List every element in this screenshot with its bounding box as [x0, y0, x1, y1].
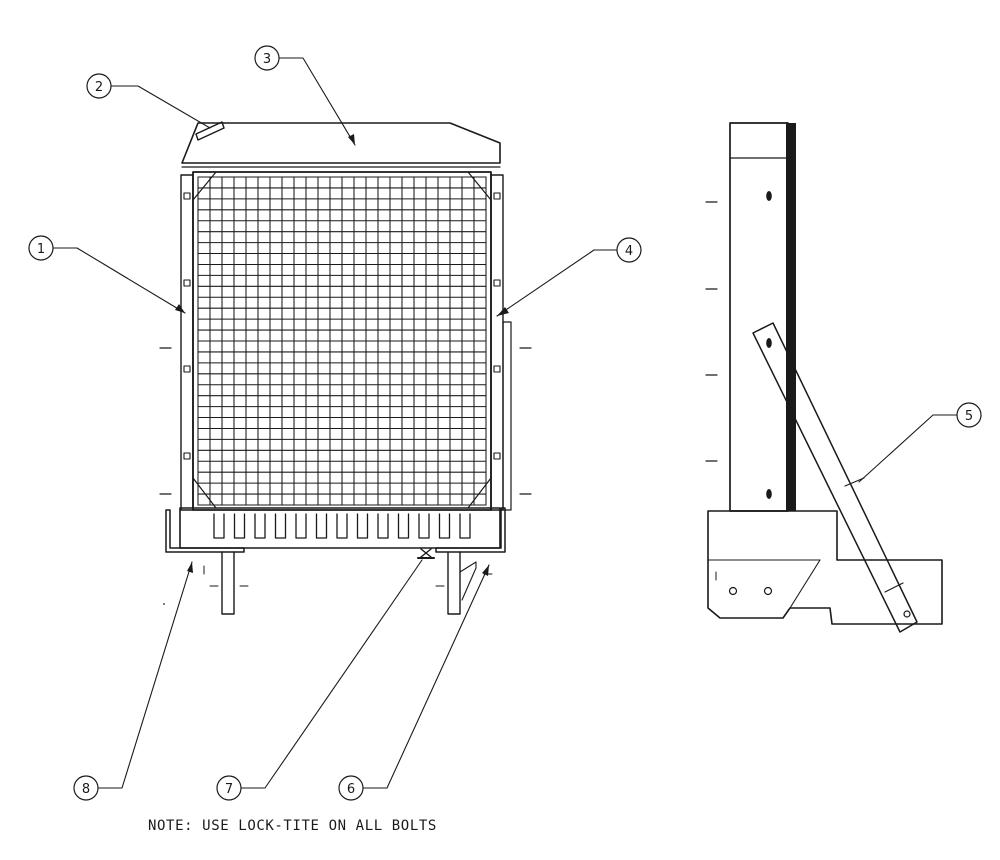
front-view	[159, 121, 532, 615]
front-view-dimension-ticks	[159, 347, 532, 495]
bottom-fin	[397, 513, 410, 539]
core-frame	[192, 171, 492, 511]
drain-fitting	[417, 548, 435, 559]
callout-6-circle	[338, 775, 364, 801]
top-tank	[181, 122, 501, 164]
bottom-fin	[254, 513, 266, 539]
callout-3-circle	[254, 45, 280, 71]
callout-2-number: 2	[95, 80, 103, 95]
bottom-fin	[418, 513, 430, 539]
filler-cap	[195, 121, 225, 141]
assembly-note: NOTE: USE LOCK-TITE ON ALL BOLTS	[148, 818, 437, 834]
bolt-icon	[183, 365, 191, 373]
callout-3: 3	[254, 45, 280, 71]
bolt-icon	[183, 192, 191, 200]
callout-5: 5	[956, 402, 982, 428]
callout-5-number: 5	[965, 409, 973, 424]
leader-lines	[52, 57, 958, 789]
bottom-fin	[438, 513, 451, 539]
side-view-slots	[766, 191, 772, 499]
callout-7-number: 7	[225, 782, 233, 797]
callout-8-circle	[73, 775, 99, 801]
bottom-tank-fins	[213, 513, 471, 539]
callout-4-number: 4	[625, 244, 633, 259]
side-view-channel	[729, 122, 789, 512]
callout-7-circle	[216, 775, 242, 801]
callout-4: 4	[616, 237, 642, 263]
right-side-channel	[490, 174, 504, 511]
bottom-fin	[459, 513, 471, 539]
side-bolts	[183, 192, 501, 460]
bolt-icon	[493, 452, 501, 460]
callout-5-circle	[956, 402, 982, 428]
callout-1-circle	[28, 235, 54, 261]
mounting-slot	[766, 191, 772, 201]
callout-3-number: 3	[263, 52, 271, 67]
callout-8: 8	[73, 775, 99, 801]
bolt-icon	[183, 279, 191, 287]
bottom-fin	[213, 513, 225, 539]
callout-6: 6	[338, 775, 364, 801]
bolt-icon	[493, 279, 501, 287]
mounting-slot	[766, 489, 772, 499]
brace-strut	[752, 322, 918, 633]
callout-8-number: 8	[82, 782, 90, 797]
bottom-fin	[274, 513, 287, 539]
bottom-fin	[295, 513, 307, 539]
bottom-fin	[377, 513, 389, 539]
callout-2: 2	[86, 73, 112, 99]
callout-1-number: 1	[37, 242, 45, 257]
bottom-fin	[356, 513, 369, 539]
left-mount-bracket	[165, 509, 249, 615]
callout-4-circle	[616, 237, 642, 263]
right-mount-bracket	[435, 507, 506, 615]
left-side-channel	[180, 174, 194, 511]
callout-1: 1	[28, 235, 54, 261]
bolt-icon	[183, 452, 191, 460]
radiator-core-grid	[197, 176, 487, 506]
bottom-tank	[179, 507, 501, 549]
side-view-base	[707, 510, 943, 625]
mounting-slot	[766, 338, 772, 348]
bottom-fin	[233, 513, 246, 539]
side-view	[705, 122, 943, 633]
bolt-icon	[493, 365, 501, 373]
callout-6-number: 6	[347, 782, 355, 797]
bottom-fin	[315, 513, 328, 539]
callout-7: 7	[216, 775, 242, 801]
callout-2-circle	[86, 73, 112, 99]
bottom-fin	[336, 513, 348, 539]
side-view-dimension-ticks	[705, 201, 718, 462]
bolt-icon	[493, 192, 501, 200]
